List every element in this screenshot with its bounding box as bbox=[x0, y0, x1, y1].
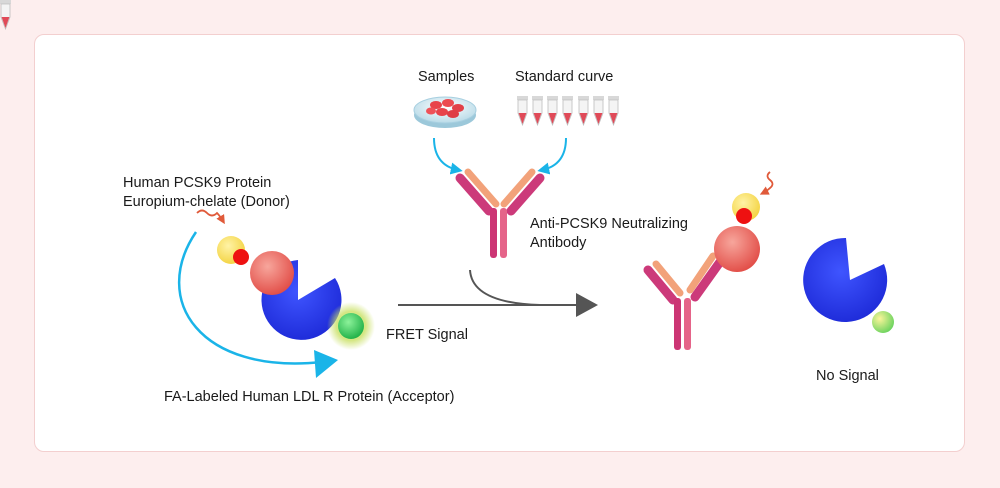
fret-signal-label: FRET Signal bbox=[386, 327, 468, 343]
europium-core bbox=[233, 249, 249, 265]
curved-arrow bbox=[469, 269, 541, 306]
petri-dish-icon bbox=[413, 96, 477, 128]
no-signal-label: No Signal bbox=[816, 368, 879, 384]
standard-curve-label: Standard curve bbox=[515, 69, 614, 85]
binding-arrow bbox=[178, 231, 323, 365]
bound-antibody-icon bbox=[643, 252, 725, 350]
antibody-label-line2: Antibody bbox=[530, 235, 587, 251]
bound-pcsk9-ball bbox=[714, 226, 760, 272]
donor-label-line1: Human PCSK9 Protein bbox=[123, 175, 272, 191]
donor-label-line2: Europium-chelate (Donor) bbox=[123, 194, 290, 210]
bound-europium-core bbox=[736, 208, 752, 224]
reaction-arrowhead bbox=[576, 293, 598, 317]
tube-row-icon bbox=[0, 0, 620, 126]
pcsk9-ball bbox=[250, 251, 294, 295]
free-ldl-receptor-shape bbox=[803, 237, 888, 322]
acceptor-ball bbox=[338, 313, 364, 339]
samples-arrow bbox=[433, 137, 463, 175]
binding-arrowhead bbox=[314, 350, 338, 378]
samples-label: Samples bbox=[418, 69, 475, 85]
squiggle-arrow-icon bbox=[196, 209, 225, 225]
standard-arrow bbox=[537, 137, 567, 175]
antibody-label-line1: Anti-PCSK9 Neutralizing bbox=[530, 216, 688, 232]
acceptor-label: FA-Labeled Human LDL R Protein (Acceptor… bbox=[164, 389, 455, 405]
antibody-icon bbox=[455, 168, 545, 258]
free-acceptor-ball bbox=[872, 311, 894, 333]
squiggle-arrow-icon-2 bbox=[759, 171, 774, 195]
